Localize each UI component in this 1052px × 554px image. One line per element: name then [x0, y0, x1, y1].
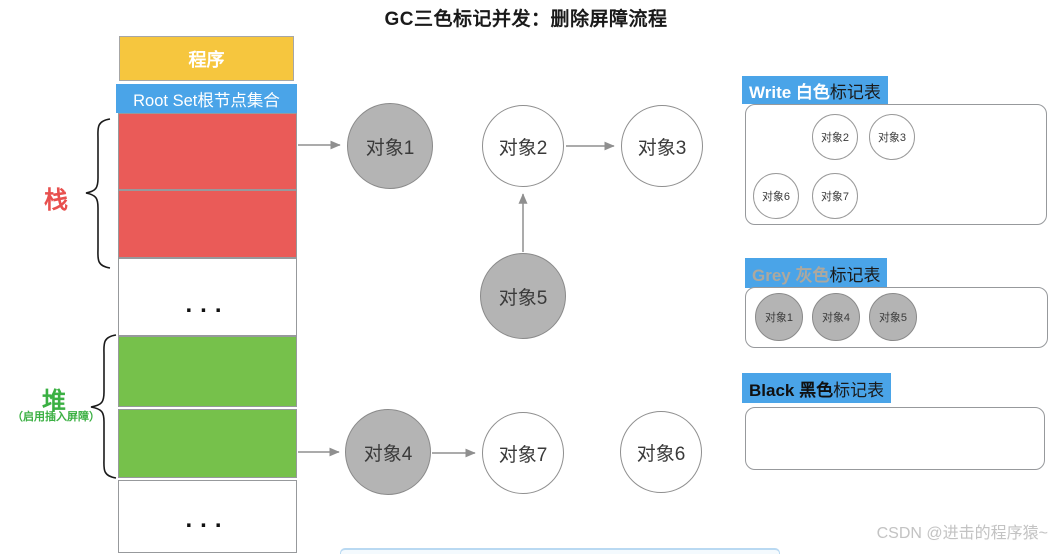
program-box: 程序 — [119, 36, 294, 81]
heap-slot-green-2 — [118, 409, 297, 478]
stack-slot-empty — [118, 258, 297, 336]
heap-slot-green-1 — [118, 336, 297, 407]
object-node-7: 对象7 — [482, 412, 564, 494]
stack-label: 栈 — [44, 187, 68, 214]
white-table-item: 对象3 — [869, 114, 915, 160]
black-table-title-highlight: Black 黑色 — [749, 380, 834, 400]
white-table-item: 对象7 — [812, 173, 858, 219]
grey-table-header: Grey 灰色标记表 — [745, 258, 888, 288]
white-table-item: 对象6 — [753, 173, 799, 219]
heap-slot-empty — [118, 480, 297, 553]
object-node-2: 对象2 — [482, 105, 564, 187]
grey-table-title-highlight: Grey 灰色 — [752, 265, 830, 285]
object-node-5: 对象5 — [480, 253, 566, 339]
stack-slot-red-2 — [118, 190, 297, 258]
white-table-header: Write 白色标记表 — [742, 76, 888, 104]
watermark: CSDN @进击的程序猿~ — [876, 525, 1048, 542]
grey-table-title-rest: 标记表 — [829, 265, 881, 285]
stack-slot-red-1 — [118, 113, 297, 190]
white-table-item: 对象2 — [812, 114, 858, 160]
heap-note: （启用插入屏障） — [12, 411, 100, 423]
white-table-title-rest: 标记表 — [829, 82, 881, 102]
page-title: GC三色标记并发：删除屏障流程 — [384, 9, 668, 30]
object-node-6: 对象6 — [620, 411, 702, 493]
root-set-box: Root Set根节点集合 — [116, 84, 297, 113]
grey-table-item: 对象1 — [755, 293, 803, 341]
object-node-3: 对象3 — [621, 105, 703, 187]
grey-table-item: 对象5 — [869, 293, 917, 341]
ellipsis-icon: ... — [185, 291, 230, 318]
grey-table-item: 对象4 — [812, 293, 860, 341]
stack-brace-icon — [85, 118, 111, 269]
black-table-title-rest: 标记表 — [833, 380, 885, 400]
object-node-1: 对象1 — [347, 103, 433, 189]
white-table-title-highlight: Write 白色 — [749, 82, 830, 102]
object-node-4: 对象4 — [345, 409, 431, 495]
ellipsis-icon: ... — [185, 506, 230, 533]
cut-off-box — [340, 548, 780, 554]
heap-label: 堆 — [42, 388, 66, 415]
black-table-header: Black 黑色标记表 — [742, 373, 892, 403]
heap-brace-icon — [90, 334, 117, 479]
black-table-body — [745, 407, 1045, 470]
